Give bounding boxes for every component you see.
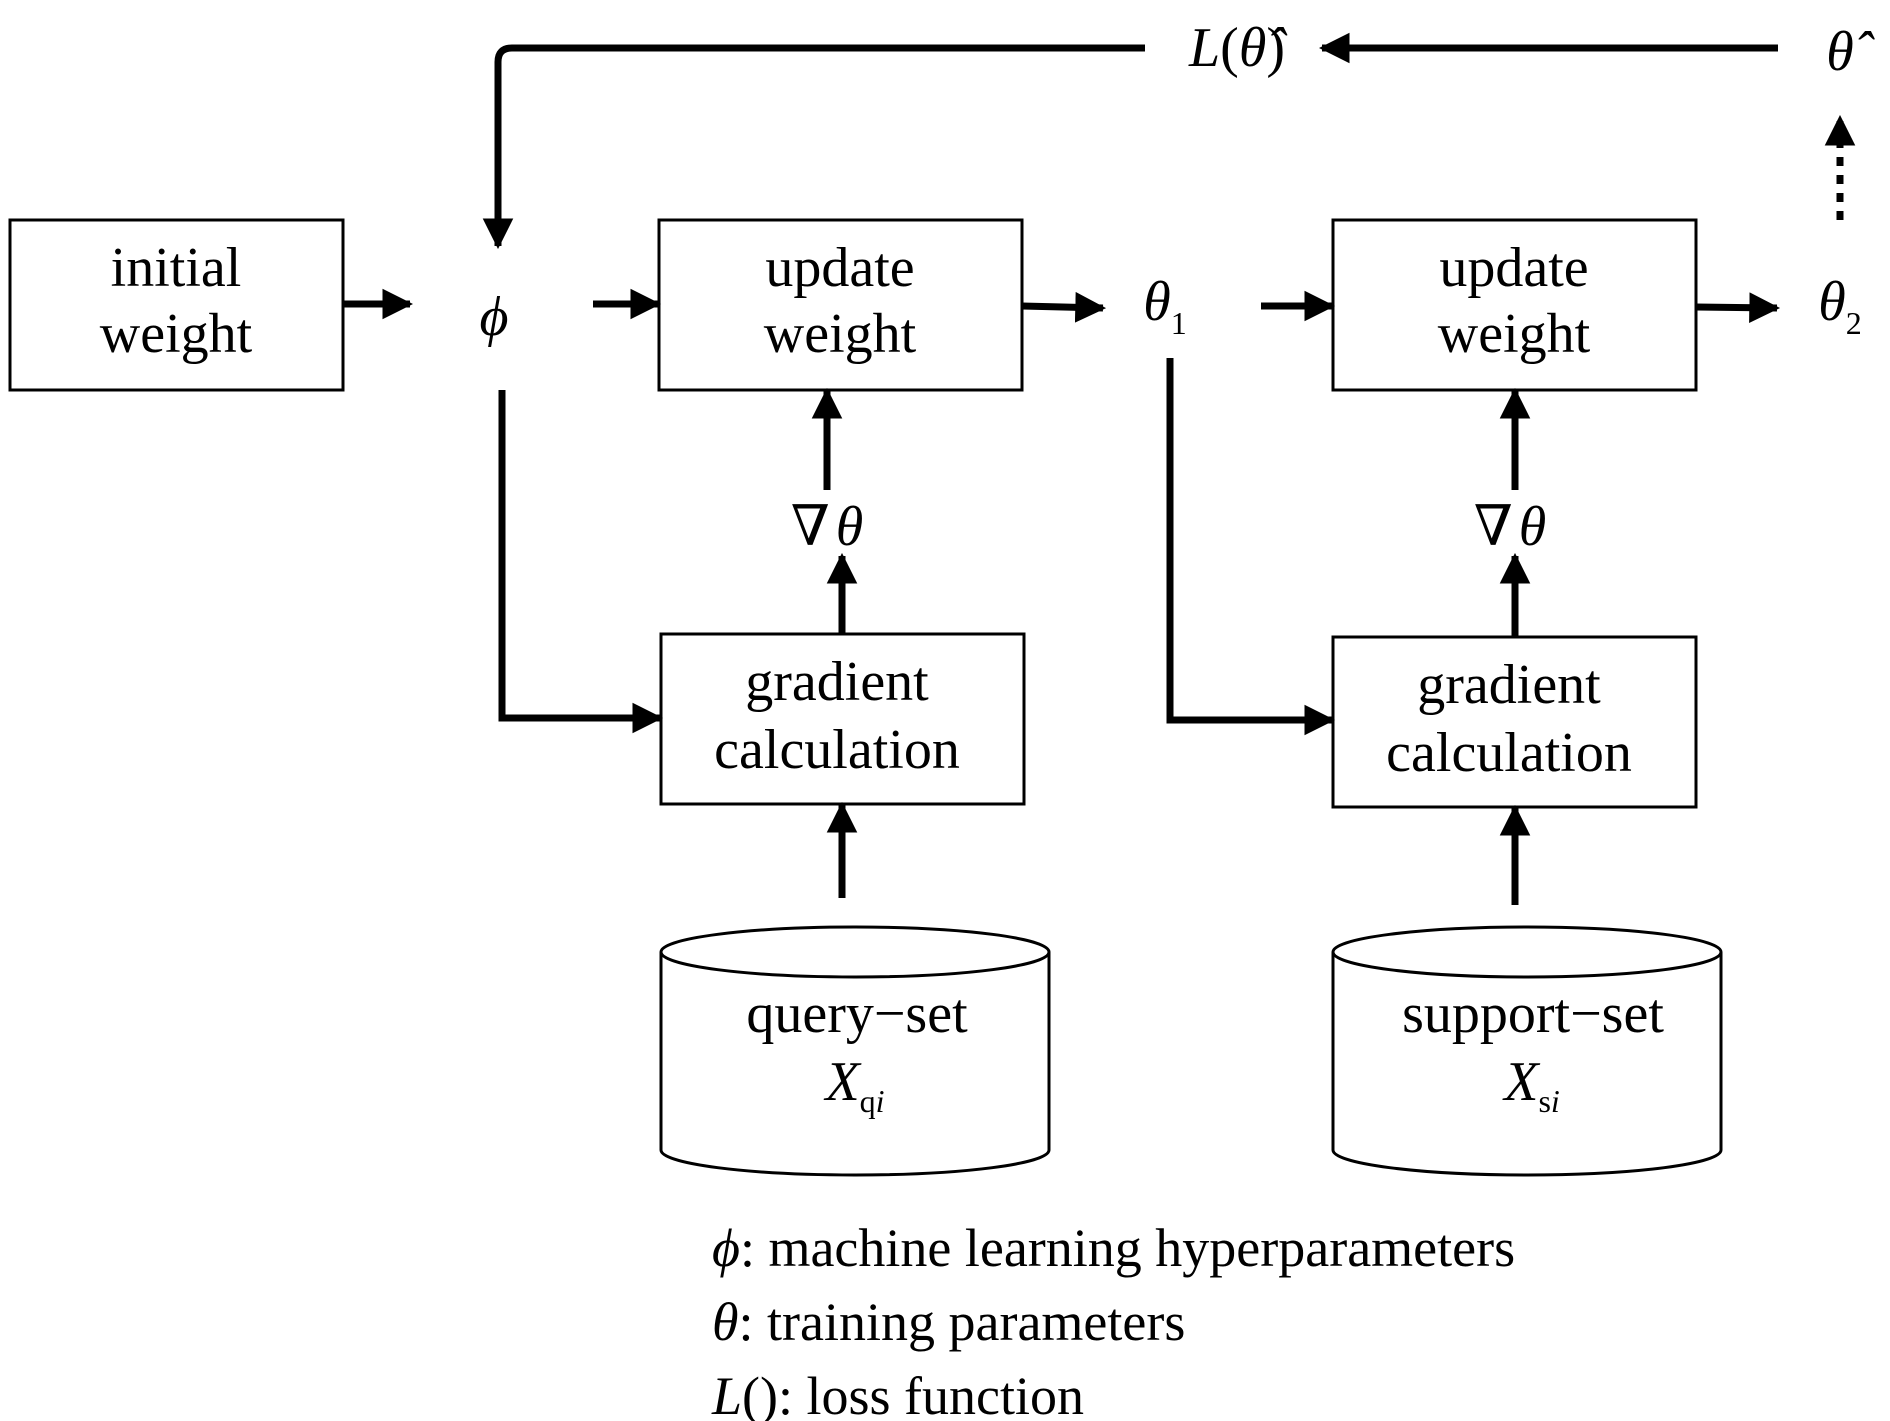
theta1-symbol: θ1 <box>1143 271 1187 341</box>
theta-hat-symbol: θ̂ <box>1826 21 1875 83</box>
update-weight-2-line1: update <box>1439 237 1588 299</box>
gradient-1-line1: gradient <box>745 651 929 713</box>
gradient-1-line2: calculation <box>714 719 960 781</box>
update-weight-block-1: update weight <box>657 218 1024 392</box>
legend-item-loss: L(): loss function <box>711 1366 1084 1421</box>
query-set-cylinder: query−set Xqi <box>659 925 1051 1177</box>
nabla-theta-2: ∇θ <box>1474 496 1547 558</box>
update-weight-1-line2: weight <box>764 303 917 365</box>
update-weight-1-line1: update <box>765 237 914 299</box>
gradient-2-line2: calculation <box>1386 722 1632 784</box>
arrow-update1-to-theta1 <box>1021 291 1107 323</box>
update-weight-block-2: update weight <box>1331 218 1698 392</box>
update-weight-2-line2: weight <box>1438 303 1591 365</box>
gradient-calculation-block-2: gradient calculation <box>1331 635 1698 809</box>
query-set-label: query−set <box>746 983 968 1045</box>
loss-symbol: L(θ̂) <box>1188 17 1287 79</box>
phi-symbol: ϕ <box>480 286 509 348</box>
support-set-symbol: Xsi <box>1502 1051 1560 1119</box>
initial-weight-line2: weight <box>100 303 253 365</box>
support-set-label: support−set <box>1402 983 1664 1045</box>
gradient-calculation-block-1: gradient calculation <box>659 632 1026 806</box>
query-set-symbol: Xqi <box>823 1051 884 1119</box>
legend: ϕ: machine learning hyperparameters θ: t… <box>711 1218 1515 1421</box>
legend-item-phi: ϕ: machine learning hyperparameters <box>712 1218 1515 1278</box>
arrow-phi-to-gradient1 <box>498 390 664 734</box>
support-set-cylinder: support−set Xsi <box>1331 925 1723 1177</box>
arrow-loss-to-phi <box>482 44 1145 250</box>
nabla-theta-1: ∇θ <box>791 496 864 558</box>
legend-item-theta: θ: training parameters <box>712 1292 1185 1352</box>
connectors <box>343 32 1856 905</box>
theta2-symbol: θ2 <box>1818 271 1862 341</box>
gradient-2-line1: gradient <box>1417 654 1601 716</box>
arrow-theta1-to-gradient2 <box>1166 358 1336 736</box>
initial-weight-block: initial weight <box>8 218 345 392</box>
initial-weight-line1: initial <box>111 237 242 299</box>
arrow-update2-to-theta2 <box>1695 292 1781 324</box>
